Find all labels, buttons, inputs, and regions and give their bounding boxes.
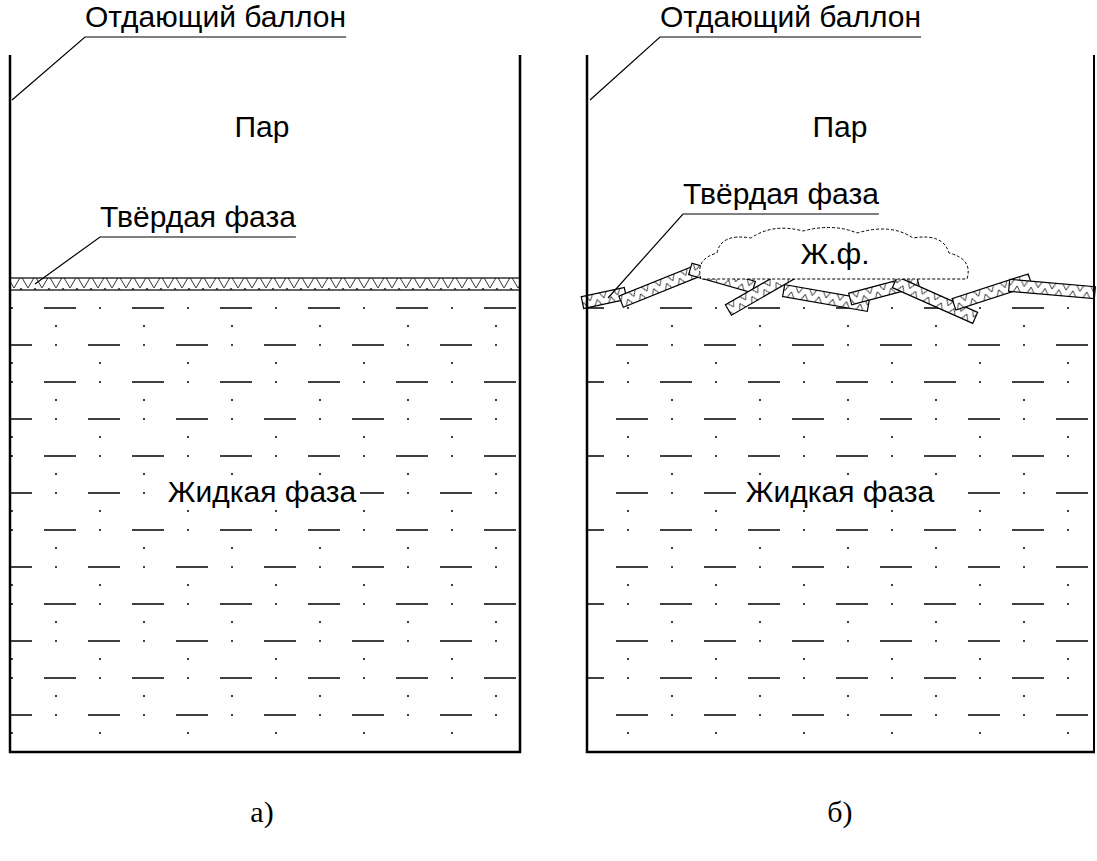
balloon-walls	[10, 55, 1095, 752]
liquid-b	[588, 305, 1095, 751]
solid-layer-a	[10, 278, 520, 290]
panel-caption: б)	[827, 795, 852, 829]
phase-label: Твёрдая фаза	[100, 200, 296, 234]
phase-label: Жидкая фаза	[164, 475, 360, 509]
phase-label: Жидкая фаза	[742, 475, 938, 509]
balloon-b: Ж.ф.Отдающий баллонПарТвёрдая фазаЖидкая…	[587, 55, 1095, 752]
balloon-label: Отдающий баллон	[85, 0, 346, 34]
phase-label: Ж.ф.	[800, 237, 869, 271]
phase-label: Твёрдая фаза	[683, 177, 879, 211]
balloon-a: Отдающий баллонПарТвёрдая фазаЖидкая фаз…	[10, 55, 520, 752]
phase-label: Пар	[813, 110, 868, 144]
liquid-a	[11, 291, 519, 751]
liquid-blob: Ж.ф.	[695, 223, 975, 285]
panel-caption: а)	[250, 795, 273, 829]
phase-label: Пар	[235, 110, 290, 144]
balloon-label: Отдающий баллон	[660, 0, 921, 34]
